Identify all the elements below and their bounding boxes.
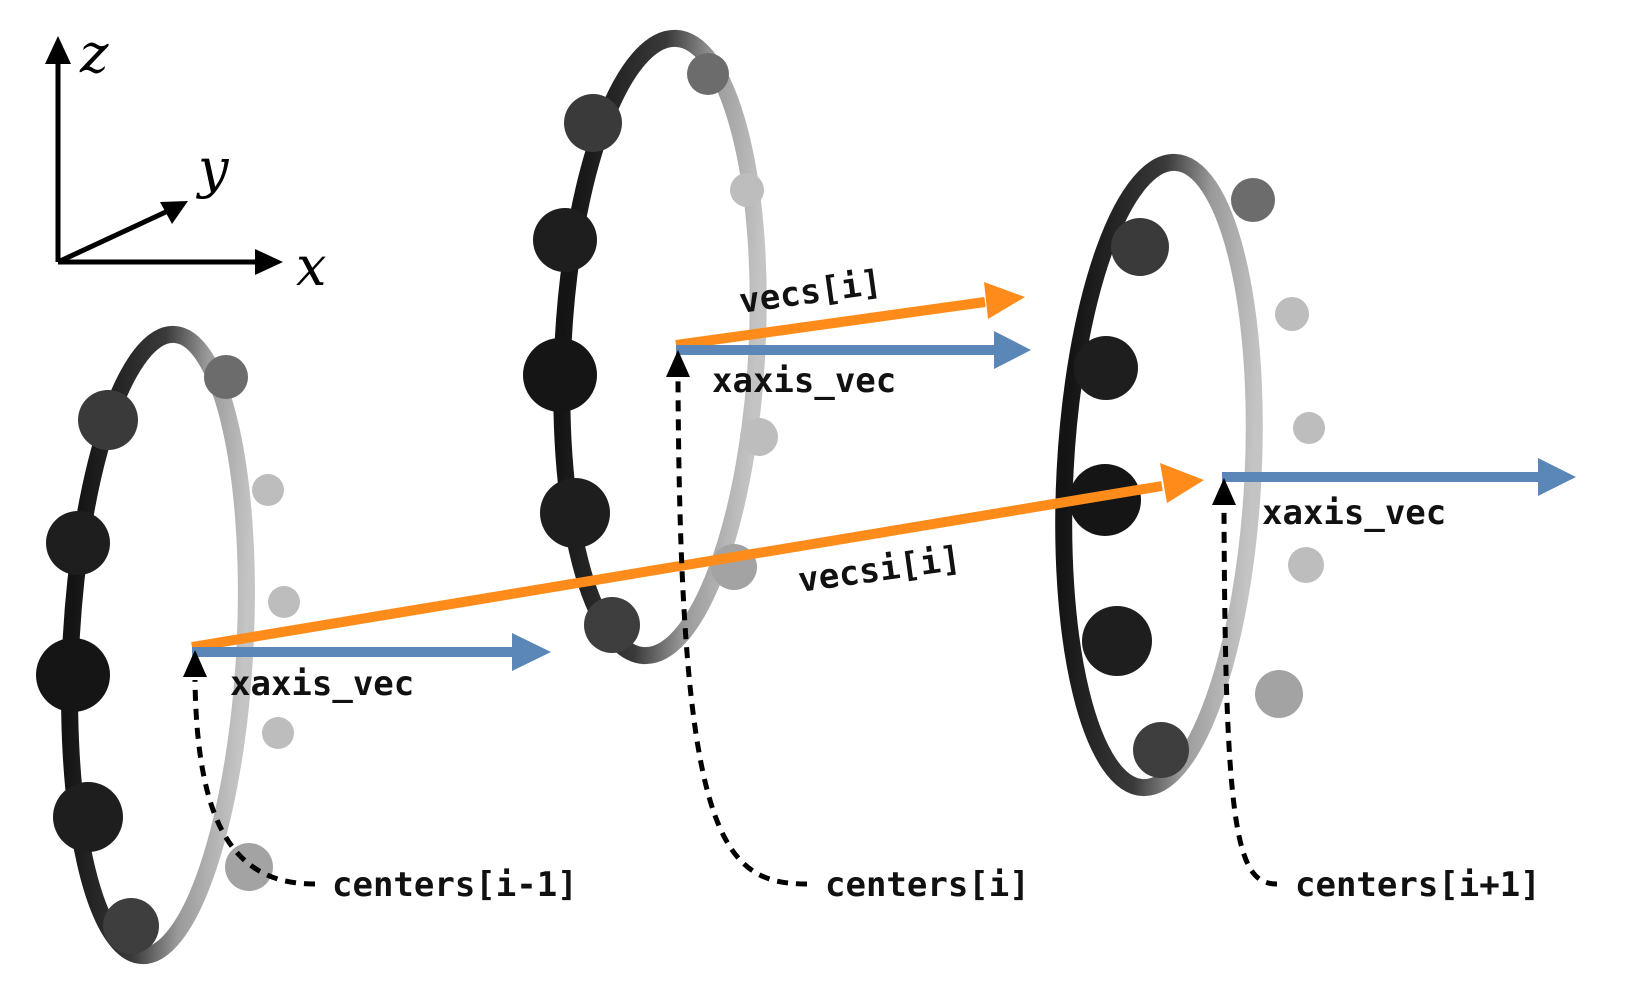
vecsi-arrow	[191, 463, 1204, 652]
center-pointer-left	[183, 650, 316, 887]
vecs-arrow	[675, 282, 1025, 350]
z-axis-label: z	[79, 22, 109, 85]
xaxis-arrow-left	[192, 633, 551, 671]
center-right-arrowhead-icon	[1212, 478, 1236, 505]
vecsi-label: vecsi[i]	[796, 539, 964, 601]
center-pointer-right	[1212, 478, 1278, 887]
x-axis-arrowhead-icon	[255, 249, 283, 275]
y-axis-label: y	[196, 137, 230, 200]
center-pointer-middle	[666, 350, 808, 887]
centers-current-label: centers[i]	[825, 865, 1030, 905]
center-middle-arrowhead-icon	[666, 350, 690, 377]
xaxis-label-right: xaxis_vec	[1262, 493, 1446, 533]
xaxis-label-middle: xaxis_vec	[712, 361, 896, 401]
centers-prev-label: centers[i-1]	[332, 865, 578, 905]
y-axis-arrowhead-icon	[160, 201, 188, 224]
center-left-arrowhead-icon	[183, 650, 207, 677]
ring-left	[36, 325, 300, 965]
xaxis-arrow-right	[1222, 458, 1576, 496]
x-axis-label: x	[296, 235, 326, 298]
centers-next-label: centers[i+1]	[1295, 865, 1541, 905]
xaxis-arrow-middle	[676, 331, 1031, 369]
ring-left-beads	[36, 355, 300, 954]
z-axis-arrowhead-icon	[45, 36, 71, 64]
xaxis-label-left: xaxis_vec	[230, 664, 414, 704]
ring-middle-beads	[523, 53, 778, 653]
axes-indicator: z y x	[45, 22, 326, 298]
